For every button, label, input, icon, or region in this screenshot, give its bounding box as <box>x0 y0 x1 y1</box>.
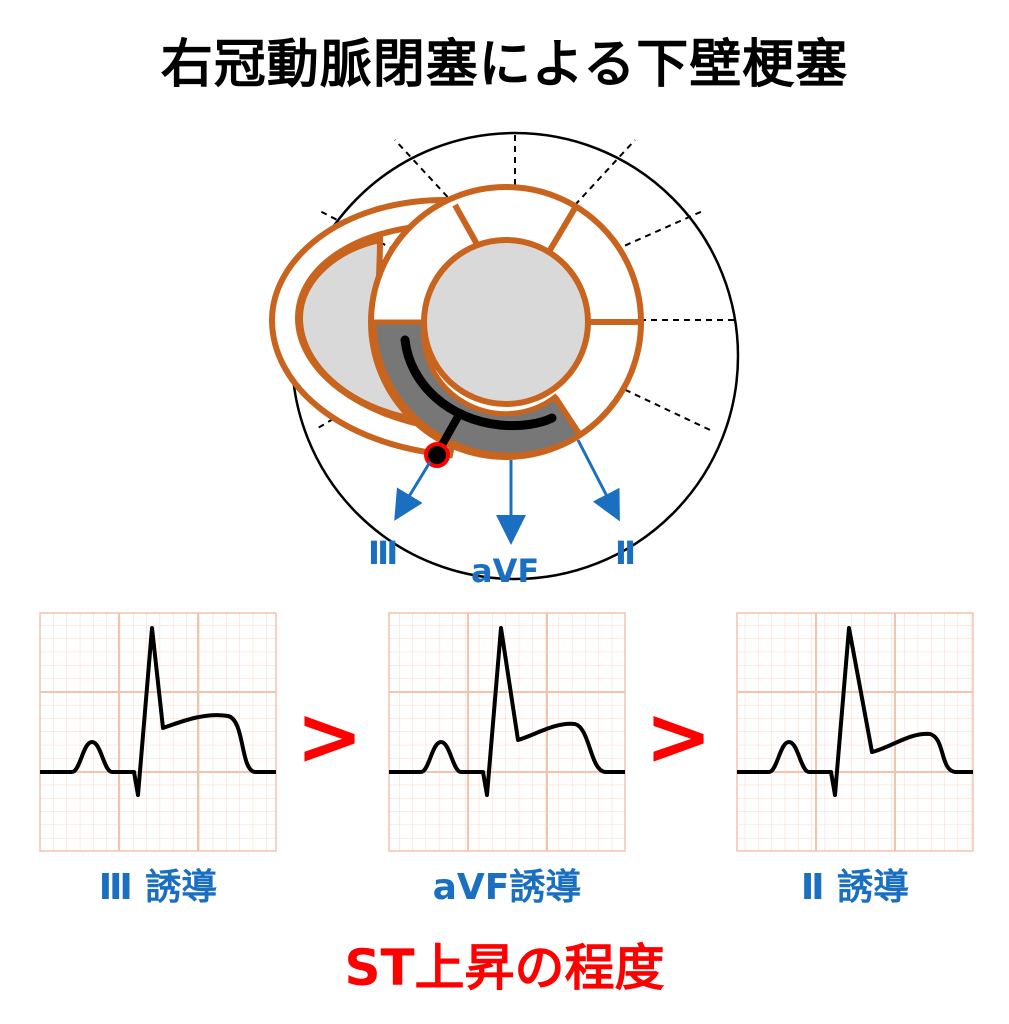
lead-ii-arrow <box>576 439 620 522</box>
ecg-trace-iii <box>40 626 276 797</box>
ecg-panel-avf <box>388 612 626 852</box>
right-coronary-artery <box>400 335 557 431</box>
st-elevation-caption: ST上昇の程度 <box>344 939 665 997</box>
ecg-label-ii: Ⅱ 誘導 <box>800 867 910 908</box>
ecg-label-iii: Ⅲ 誘導 <box>98 867 218 908</box>
ecg-panel-ii <box>736 612 974 852</box>
lead-iii-label: Ⅲ <box>368 534 399 572</box>
greater-than-symbol-1: > <box>296 690 364 783</box>
left-ventricle-cavity <box>421 237 591 407</box>
lead-avf-label: aVF <box>471 552 540 590</box>
occlusion-point <box>424 442 450 468</box>
page-title: 右冠動脈閉塞による下壁梗塞 <box>160 35 849 95</box>
greater-than-symbol-2: > <box>645 690 713 783</box>
ecg-label-avf: aVF誘導 <box>432 867 582 908</box>
ecg-trace-ii <box>737 626 973 797</box>
lead-iii-arrow <box>394 461 432 521</box>
lead-ii-label: Ⅱ <box>615 534 637 572</box>
ecg-panel-iii <box>39 612 277 852</box>
segment-dividers <box>452 203 641 437</box>
ecg-trace-avf <box>389 626 625 797</box>
